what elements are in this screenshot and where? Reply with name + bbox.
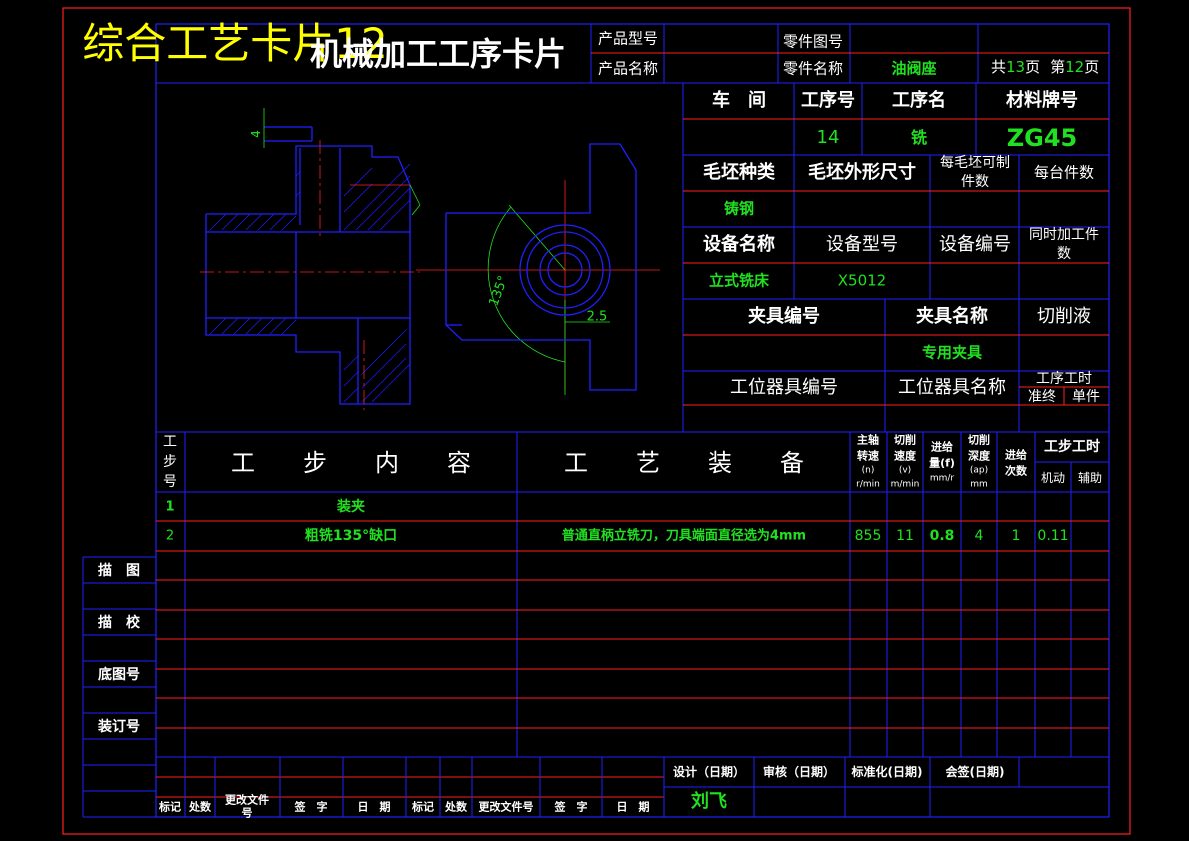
product-model-label: 产品型号 [597, 29, 659, 48]
passes-header-1: 进给 [1005, 448, 1027, 462]
blank-size-label: 毛坯外形尺寸 [808, 162, 916, 183]
step-equipment-header: 工 艺 装 备 [564, 449, 804, 477]
page-indicator: 共13页第12页 [991, 58, 1100, 76]
step-1-no: 1 [165, 499, 175, 515]
machine-time-header: 机动 [1040, 471, 1066, 485]
spindle-header-4: r/min [856, 479, 880, 490]
step-2-no: 2 [165, 528, 175, 544]
part-drawing [200, 108, 660, 410]
simul-label-2: 数 [1057, 246, 1071, 262]
footer-change-doc-label: 更改文件号 [478, 800, 534, 814]
step-2-content: 粗铣135°缺口 [304, 528, 398, 544]
fixture-name-label: 夹具名称 [916, 306, 988, 327]
banner-title: 综合工艺卡片12 [82, 19, 388, 68]
equip-model-value: X5012 [837, 271, 887, 290]
station-tool-name-label: 工位器具名称 [898, 377, 1006, 398]
footer-review-label: 审核（日期） [762, 765, 836, 779]
step-2-v: 11 [896, 528, 914, 544]
process-no-label: 工序号 [801, 90, 855, 111]
depth-header-2: 深度 [968, 449, 990, 463]
part-name-value: 油阀座 [891, 59, 937, 78]
step-2-equipment: 普通直柄立铣刀，刀具端面直径选为4mm [561, 528, 807, 544]
footer-designer-value: 刘飞 [691, 791, 727, 812]
depth-header-4: mm [970, 479, 988, 490]
footer-change-doc-label-2: 号 [241, 806, 253, 820]
coolant-label: 切削液 [1037, 306, 1091, 327]
spindle-header-2: 转速 [857, 449, 879, 463]
part-name-label: 零件名称 [782, 59, 844, 78]
workshop-label: 车 间 [712, 90, 766, 111]
footer-count-label: 处数 [189, 800, 211, 814]
depth-header-1: 切削 [968, 433, 990, 447]
footer-design-label: 设计（日期） [672, 765, 746, 779]
fixture-no-label: 夹具编号 [748, 306, 820, 327]
step-2-ap: 4 [974, 528, 984, 544]
step-no-char-1: 工 [163, 434, 177, 450]
time-unit-label: 单件 [1072, 389, 1100, 405]
footer-mark2-label: 标记 [412, 800, 434, 814]
blank-type-value: 铸钢 [723, 199, 755, 218]
step-no-char-2: 步 [163, 454, 177, 470]
footer-date2-label: 日 期 [616, 800, 650, 814]
card-title: 机械加工工序卡片 [309, 35, 567, 73]
per-unit-label: 每台件数 [1033, 163, 1095, 182]
step-2-passes: 1 [1011, 528, 1021, 544]
blank-type-label: 毛坯种类 [703, 162, 775, 183]
simul-label-1: 同时加工件 [1029, 227, 1099, 243]
equip-no-label: 设备编号 [939, 234, 1011, 255]
step-2-machine: 0.11 [1037, 528, 1069, 544]
equip-name-label: 设备名称 [703, 234, 775, 255]
process-no-value: 14 [816, 127, 840, 148]
material-value: ZG45 [1006, 124, 1078, 152]
passes-header-2: 次数 [1005, 464, 1027, 478]
footer-count2-label: 处数 [445, 800, 467, 814]
step-time-header: 工步工时 [1044, 439, 1100, 455]
dim-small: 2.5 [586, 309, 608, 325]
step-no-char-3: 号 [163, 474, 177, 490]
product-name-label: 产品名称 [597, 59, 659, 78]
equip-model-label: 设备型号 [826, 234, 898, 255]
footer-sign2-label: 签 字 [554, 800, 588, 814]
speed-header-3: (v) [898, 465, 912, 476]
spindle-header-1: 主轴 [857, 433, 879, 447]
process-name-value: 铣 [910, 128, 928, 147]
dim-four: 4 [249, 130, 263, 138]
footer-sign-label: 签 字 [294, 800, 328, 814]
feed-header-3: mm/r [929, 473, 955, 484]
speed-header-2: 速度 [894, 449, 916, 463]
station-tool-no-label: 工位器具编号 [730, 377, 838, 398]
fixture-name-value: 专用夹具 [921, 343, 983, 362]
time-label: 工序工时 [1036, 371, 1092, 387]
spindle-header-3: (n) [861, 465, 875, 476]
process-name-label: 工序名 [892, 90, 946, 111]
blank-count-label-2: 件数 [961, 174, 989, 190]
footer-standard-label: 标准化(日期) [851, 765, 923, 779]
side-draw-label: 描 图 [98, 563, 140, 579]
side-check-label: 描 校 [98, 615, 140, 631]
blank-count-label-1: 每毛坯可制 [940, 155, 1010, 171]
equip-name-value: 立式铣床 [708, 271, 770, 290]
step-2-f: 0.8 [929, 528, 955, 544]
time-prep-label: 准终 [1028, 389, 1056, 405]
speed-header-4: m/min [890, 479, 920, 490]
feed-header-1: 进给 [931, 440, 953, 454]
side-bind-no-label: 装订号 [98, 719, 140, 735]
footer-change-doc-label-1: 更改文件 [225, 793, 269, 807]
footer-countersign-label: 会签(日期) [945, 765, 1005, 779]
material-label: 材料牌号 [1006, 90, 1078, 111]
side-base-no-label: 底图号 [98, 667, 140, 683]
step-1-content: 装夹 [337, 499, 365, 515]
step-content-header: 工 步 内 容 [231, 449, 471, 477]
footer-date-label: 日 期 [357, 800, 391, 814]
part-drawing-no-label: 零件图号 [782, 32, 844, 51]
aux-time-header: 辅助 [1077, 471, 1103, 485]
feed-header-2: 量(f) [929, 456, 955, 470]
footer-mark-label: 标记 [159, 800, 181, 814]
step-2-n: 855 [854, 528, 882, 544]
speed-header-1: 切削 [894, 433, 916, 447]
depth-header-3: (ap) [969, 465, 989, 476]
